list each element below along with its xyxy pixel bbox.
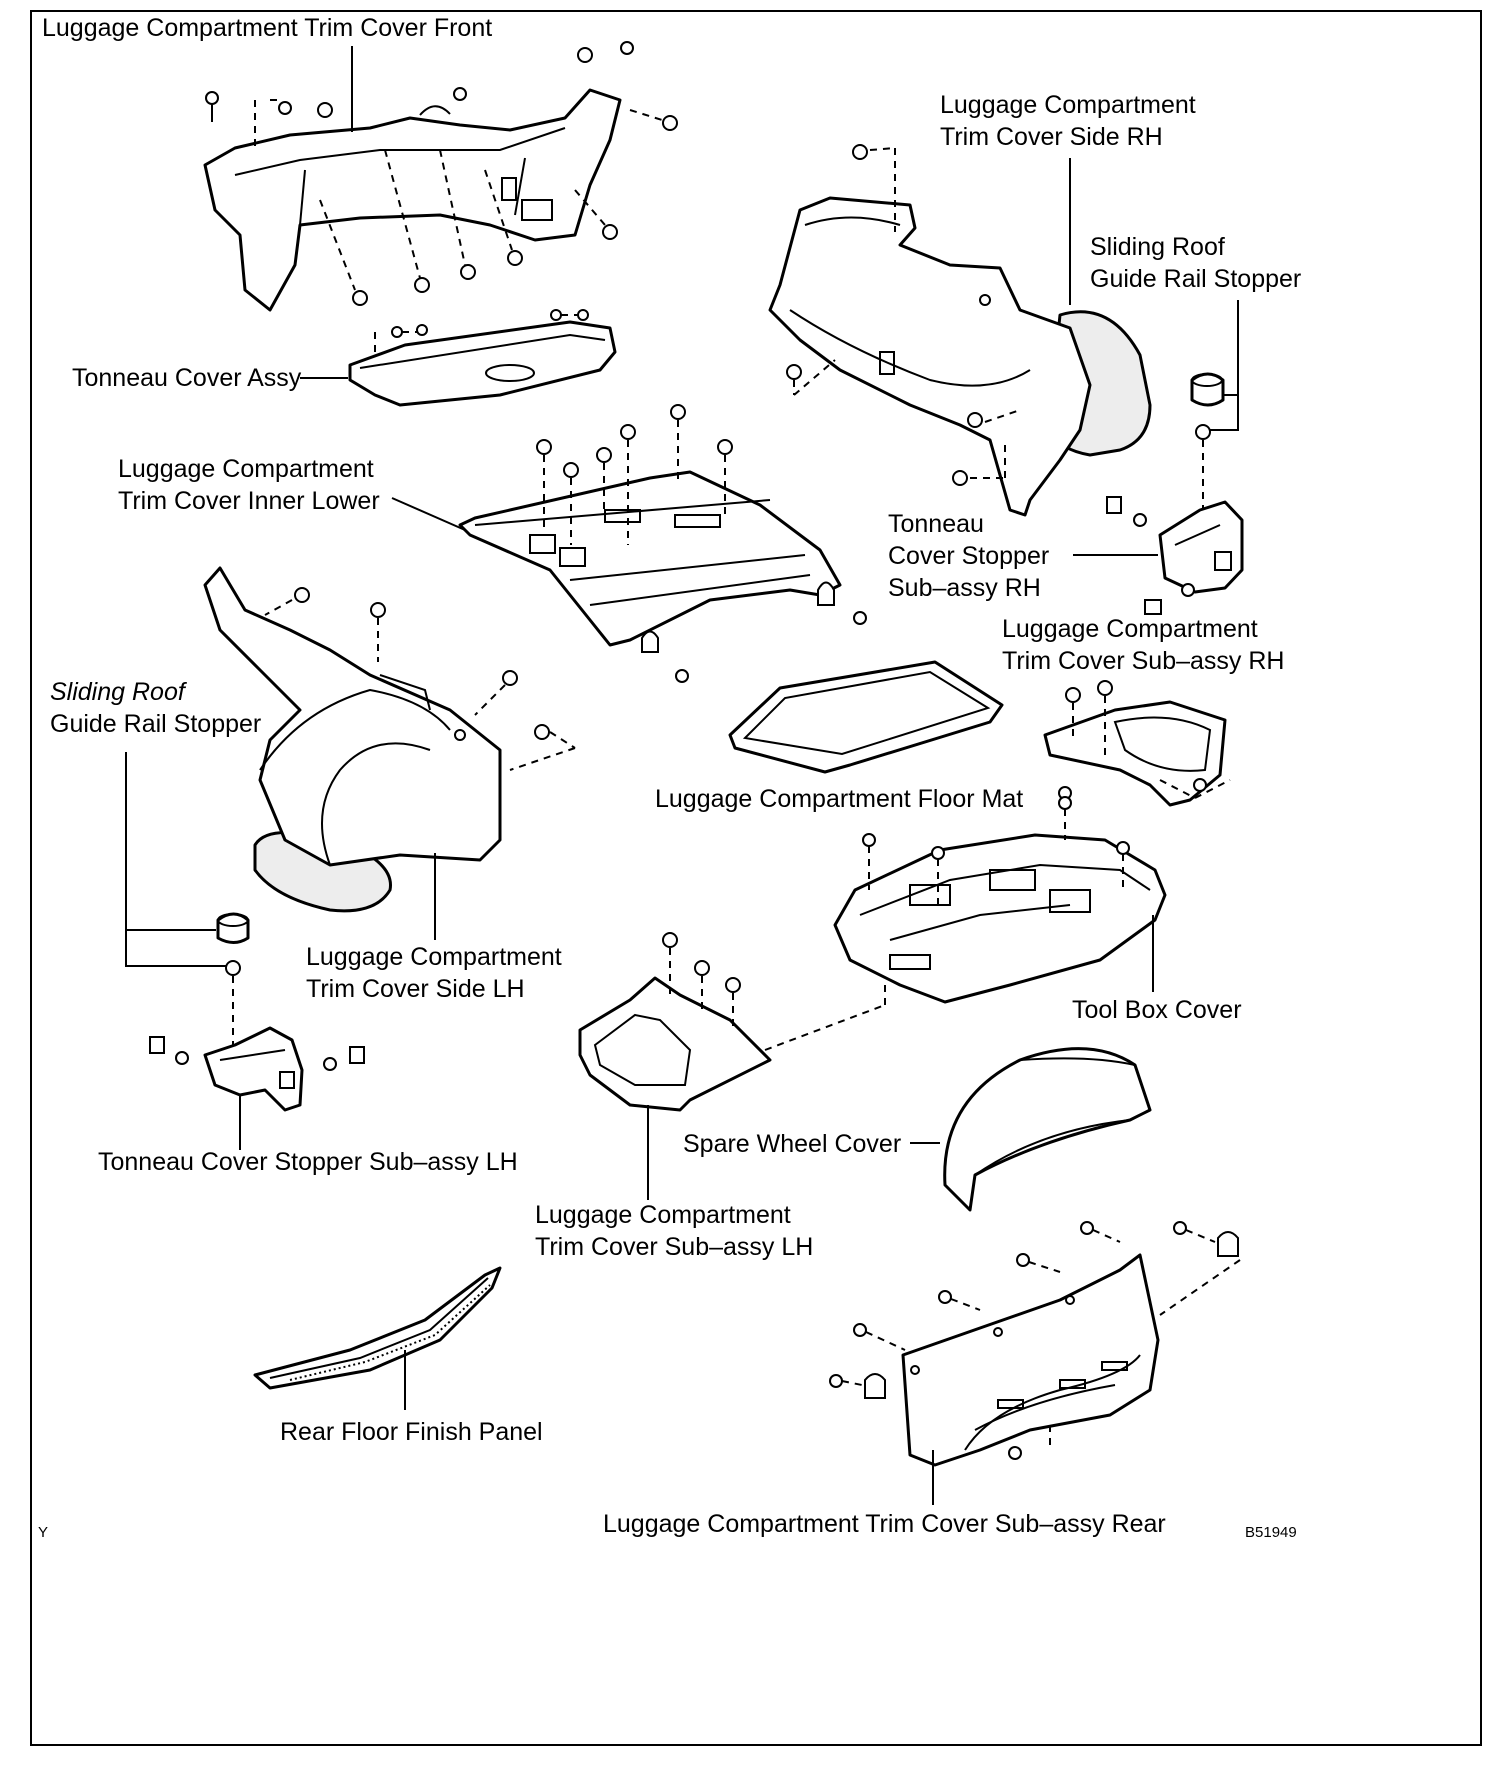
label-tonneau-cover-assy: Tonneau Cover Assy [72,364,302,392]
label-side-lh-line2: Trim Cover Side LH [306,975,525,1003]
label-sub-assy-rear: Luggage Compartment Trim Cover Sub–assy … [603,1510,1166,1538]
label-floor-mat: Luggage Compartment Floor Mat [655,785,1023,813]
label-tonneau-stopper-rh-line2: Cover Stopper [888,542,1049,570]
trim-cover-sub-assy-lh-part [578,932,886,1112]
diagram-border [30,10,1482,1746]
label-stopper-rh-line2: Guide Rail Stopper [1090,265,1301,293]
label-inner-lower-line1: Luggage Compartment [118,455,374,483]
trim-cover-sub-assy-rh-part [1043,680,1231,807]
label-side-rh-line2: Trim Cover Side RH [940,123,1163,151]
tonneau-cover-assy-part [348,309,617,407]
leader-stopper-lh-b [125,930,226,967]
label-side-rh-line1: Luggage Compartment [940,91,1196,119]
leader-stopper-lh-a [125,752,216,931]
label-tonneau-stopper-rh-line3: Sub–assy RH [888,574,1041,602]
label-sub-assy-lh-line2: Trim Cover Sub–assy LH [535,1233,813,1261]
floor-mat-part [728,660,1004,774]
label-sub-assy-lh-line1: Luggage Compartment [535,1201,791,1229]
exploded-parts-diagram: Luggage Compartment Trim Cover Front Ton… [30,10,1482,1746]
label-side-lh-line1: Luggage Compartment [306,943,562,971]
trim-cover-side-rh-part [768,144,1152,517]
trim-cover-side-lh-part [203,566,576,913]
label-stopper-lh-line2: Guide Rail Stopper [50,710,261,738]
trim-cover-front-clips [205,41,678,306]
leader-inner-lower [391,497,466,531]
label-tonneau-stopper-rh-line1: Tonneau [888,510,984,538]
label-tonneau-stopper-lh: Tonneau Cover Stopper Sub–assy LH [98,1148,518,1176]
tonneau-stopper-lh-part [149,1026,365,1112]
label-stopper-rh-line1: Sliding Roof [1090,233,1225,261]
rear-floor-finish-panel-part [253,1266,502,1390]
label-rear-floor-finish-panel: Rear Floor Finish Panel [280,1418,543,1446]
trim-cover-front-part [203,88,622,312]
label-tool-box-cover: Tool Box Cover [1072,996,1242,1024]
tonneau-stopper-rh-part [1106,496,1244,615]
corner-code: Y [38,1524,48,1541]
spare-wheel-cover-part [943,1047,1152,1212]
leader-stopper-rh-b [1210,395,1239,431]
trim-cover-sub-assy-rear-part [829,1221,1241,1467]
trim-cover-inner-lower-part [458,404,867,683]
figure-code: B51949 [1245,1524,1297,1541]
label-trim-cover-front: Luggage Compartment Trim Cover Front [42,14,492,42]
label-inner-lower-line2: Trim Cover Inner Lower [118,487,380,515]
label-sub-assy-rh-line1: Luggage Compartment [1002,615,1258,643]
tool-box-cover-part [833,796,1167,1004]
leader-stopper-rh-a [1223,300,1239,396]
label-sub-assy-rh-line2: Trim Cover Sub–assy RH [1002,647,1284,675]
label-stopper-lh-line1: Sliding Roof [50,678,188,706]
guide-rail-stopper-rh-part [1190,372,1225,515]
guide-rail-stopper-lh-part [216,912,250,1045]
diagram-frame: Luggage Compartment Trim Cover Front Ton… [30,10,1482,1746]
label-spare-wheel-cover: Spare Wheel Cover [683,1130,901,1158]
